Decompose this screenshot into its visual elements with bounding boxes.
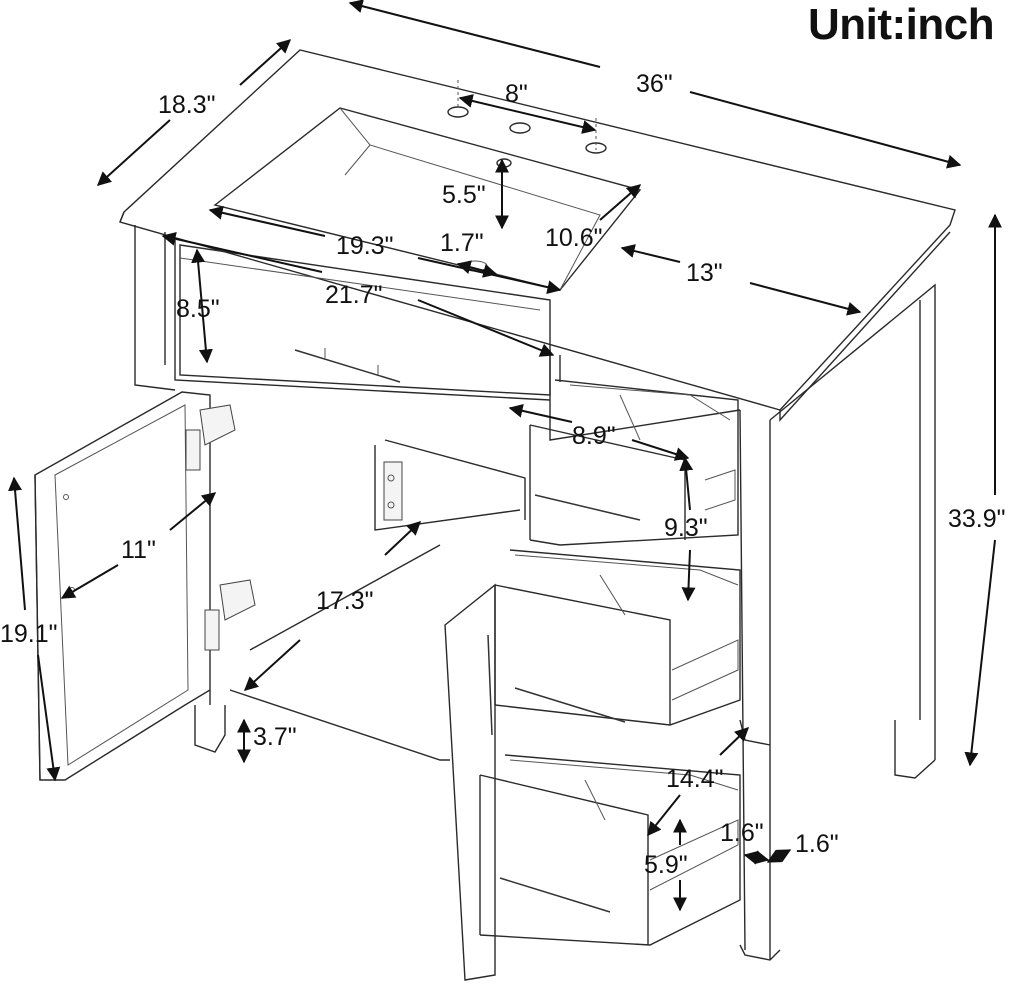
label-leg-height: 3.7" [253, 723, 297, 751]
label-cabinet-inner-width: 17.3" [316, 587, 374, 615]
center-stile [444, 583, 496, 981]
label-leg-depth: 1.6" [795, 830, 839, 858]
label-drawer-depth: 14.4" [666, 765, 724, 793]
bottom-drawer [479, 754, 741, 946]
dimension-labels: 36" 18.3" 33.9" 8" 5.5" 19.3" 1.7" 10.6"… [0, 70, 1006, 879]
label-side-drawer-width: 8.9" [572, 422, 616, 450]
label-overall-depth: 18.3" [158, 91, 216, 119]
label-side-drawer-height: 9.3" [664, 514, 708, 542]
label-basin-length: 19.3" [336, 232, 394, 260]
left-door [34, 391, 256, 781]
label-top-drawer-height: 8.5" [176, 295, 220, 323]
label-leg-width: 1.6" [720, 819, 764, 847]
label-door-width: 11" [121, 536, 156, 564]
label-faucet-to-drain: 5.5" [442, 181, 486, 209]
dimension-arrows [8, 0, 1002, 912]
label-drain-size: 1.7" [440, 229, 484, 257]
cabinet-body [134, 225, 936, 961]
top-drawer [179, 244, 551, 396]
label-top-drawer-width: 21.7" [325, 281, 383, 309]
label-overall-height: 33.9" [948, 505, 1006, 533]
unit-label: Unit:inch [808, 0, 995, 49]
label-bottom-drawer-height: 5.9" [644, 851, 688, 879]
label-overall-width: 36" [636, 70, 673, 98]
label-side-counter: 13" [686, 259, 723, 287]
label-basin-width: 10.6" [545, 224, 603, 252]
label-faucet-hole-spacing: 8" [505, 80, 528, 108]
label-door-height: 19.1" [0, 620, 58, 648]
side-drawer-2 [494, 549, 741, 726]
countertop [119, 49, 956, 422]
